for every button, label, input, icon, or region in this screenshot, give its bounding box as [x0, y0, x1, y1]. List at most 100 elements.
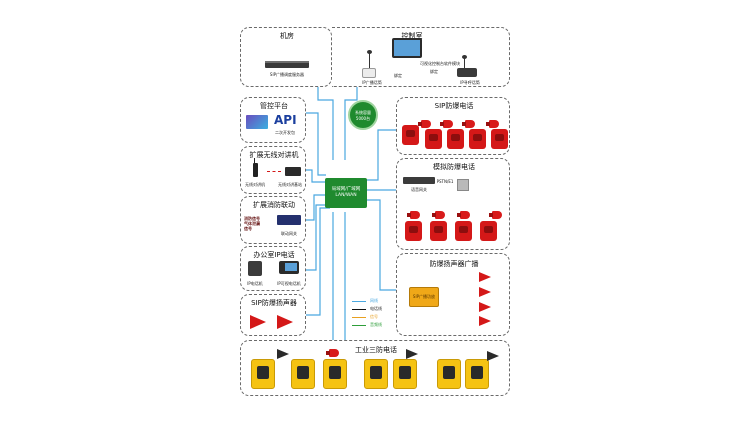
- analog-phone-1-icon: [405, 221, 422, 241]
- analog-phone-4-icon: [480, 221, 497, 241]
- legend: 网线 电话线 信号 音频线: [352, 298, 394, 330]
- industrial-phone-3-icon: [323, 359, 347, 389]
- paging-mic-head: [462, 55, 467, 59]
- exchange-box-icon: [457, 179, 469, 191]
- server-label: SIP广播调度服务器: [269, 72, 305, 77]
- analog-beacon-1-icon: [407, 211, 420, 219]
- ip-paging-label: IP寻呼话筒: [460, 80, 480, 85]
- walkie-antenna: [254, 158, 255, 163]
- legend-swatch: [352, 325, 366, 326]
- sip-phone-1-icon: [402, 125, 419, 145]
- analog-beacon-3-icon: [457, 211, 470, 219]
- base-station-icon: [285, 167, 301, 176]
- industrial-phone-6-icon: [437, 359, 461, 389]
- management-panel: 管控平台 API 二次开发包: [240, 97, 306, 143]
- mic-stem: [369, 53, 370, 68]
- base-label: 无线对讲基站: [278, 182, 302, 187]
- control-room-panel: 控制室 可视化控制台软件模块 IP广播话筒 绑定 绑定 IP寻呼话筒: [332, 27, 510, 87]
- industrial-beacon-1-icon: [326, 349, 339, 357]
- broadcast-horn-4-icon: [479, 316, 491, 326]
- platform-screen-icon: [246, 115, 268, 129]
- legend-label: 信号: [370, 314, 378, 319]
- network-hub: 局域网/广域网 LAN/WAN: [325, 178, 367, 208]
- wireless-title: 扩展无线对讲机: [249, 151, 299, 159]
- legend-label: 电话线: [370, 306, 382, 311]
- sip-speaker-panel: SIP防爆扬声器: [240, 294, 306, 336]
- video-phone-screen: [285, 263, 297, 271]
- sip-phone-5-icon: [491, 129, 508, 149]
- voice-gateway-label: 语音网关: [411, 187, 427, 192]
- bind-label-2: 绑定: [430, 69, 438, 74]
- signal-dash: [267, 171, 281, 172]
- legend-item-signal: 信号: [352, 314, 394, 321]
- analog-phone-2-icon: [430, 221, 447, 241]
- ip-phone-icon: [248, 261, 262, 276]
- video-phone-label: IP可视电话机: [277, 281, 301, 286]
- server-icon: [265, 61, 309, 68]
- wireless-panel: 扩展无线对讲机 无线对讲机 无线对讲基站: [240, 146, 306, 194]
- industrial-horn-2-icon: [406, 349, 418, 359]
- monitor-screen: [394, 40, 420, 56]
- sip-phone-panel: SIP防爆电话: [396, 97, 510, 155]
- broadcast-amp-icon: [409, 287, 439, 307]
- software-label: 可视化控制台软件模块: [420, 61, 460, 66]
- server-icon-front: [265, 61, 309, 63]
- network-label-line2: LAN/WAN: [335, 193, 357, 198]
- engine-room-title: 机房: [280, 32, 294, 40]
- industrial-horn-3-icon: [487, 351, 499, 361]
- network-label-line1: 局域网/广域网: [331, 187, 361, 192]
- walkie-label: 无线对讲机: [245, 182, 265, 187]
- analog-beacon-4-icon: [489, 211, 502, 219]
- pstn-label: PSTN/E1: [436, 179, 454, 184]
- amp-label: SIP广播功放: [412, 294, 436, 299]
- office-panel: 办公室IP电话 IP电话机 IP可视电话机: [240, 246, 306, 291]
- legend-item-network: 网线: [352, 298, 394, 305]
- control-room-title: 控制室: [401, 32, 423, 40]
- ip-paging-mic-icon: [457, 68, 477, 77]
- linkage-gateway-icon: [277, 215, 301, 225]
- legend-swatch: [352, 317, 366, 318]
- ip-broadcast-mic-icon: [362, 68, 376, 78]
- industrial-panel: 工业三防电话: [240, 340, 510, 396]
- sip-phone-3-icon: [447, 129, 464, 149]
- engine-room-panel: 机房 SIP广播调度服务器: [240, 27, 332, 87]
- api-sub-label: 二次开发包: [275, 130, 295, 135]
- sip-phone-2-icon: [425, 129, 442, 149]
- mic-head: [367, 50, 372, 54]
- capacity-badge: 系统容量 5000台: [348, 100, 378, 130]
- legend-item-phone-line: 电话线: [352, 306, 394, 313]
- industrial-phone-2-icon: [291, 359, 315, 389]
- office-title: 办公室IP电话: [253, 251, 295, 259]
- industrial-phone-7-icon: [465, 359, 489, 389]
- broadcast-horn-3-icon: [479, 302, 491, 312]
- analog-title: 模拟防爆电话: [433, 163, 475, 171]
- sip-phone-beacon-2-icon: [440, 120, 453, 128]
- walkie-talkie-icon: [253, 163, 258, 177]
- broadcast-horn-1-icon: [479, 272, 491, 282]
- legend-label: 音频线: [370, 322, 382, 327]
- speaker-broadcast-title: 防爆扬声器广播: [429, 260, 479, 268]
- legend-swatch: [352, 301, 366, 302]
- speaker-broadcast-panel: 防爆扬声器广播 SIP广播功放: [396, 253, 510, 336]
- legend-item-audio: 音频线: [352, 322, 394, 329]
- industrial-title: 工业三防电话: [355, 346, 397, 354]
- sip-speaker-title: SIP防爆扬声器: [251, 299, 297, 307]
- analog-beacon-2-icon: [432, 211, 445, 219]
- industrial-phone-1-icon: [251, 359, 275, 389]
- capacity-line2: 5000台: [355, 116, 371, 121]
- bind-label-1: 绑定: [394, 73, 402, 78]
- fire-title: 扩展消防联动: [253, 201, 295, 209]
- analog-phone-3-icon: [455, 221, 472, 241]
- fire-panel: 扩展消防联动 消防信号 气体泄漏 信号 联动网关: [240, 196, 306, 244]
- industrial-phone-5-icon: [393, 359, 417, 389]
- ip-broadcast-label: IP广播话筒: [362, 80, 382, 85]
- broadcast-horn-2-icon: [479, 287, 491, 297]
- sip-phone-4-icon: [469, 129, 486, 149]
- industrial-phone-4-icon: [364, 359, 388, 389]
- sip-phone-title: SIP防爆电话: [434, 102, 474, 110]
- voice-gateway-icon: [403, 177, 435, 184]
- api-text: API: [274, 113, 297, 127]
- analog-panel: 模拟防爆电话 语音网关 PSTN/E1: [396, 158, 510, 250]
- sip-phone-beacon-4-icon: [486, 120, 499, 128]
- sip-phone-beacon-3-icon: [462, 120, 475, 128]
